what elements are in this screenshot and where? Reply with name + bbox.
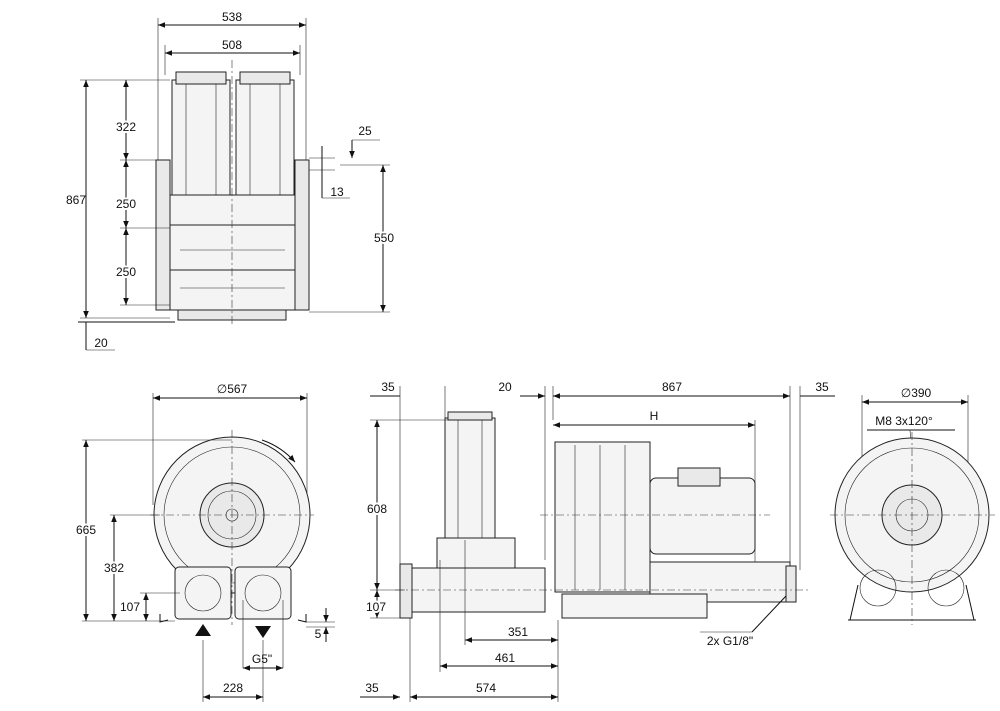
dim-608: 608 [365, 420, 389, 590]
dim-665: 665 [74, 440, 98, 621]
dim-322: 322 [114, 80, 138, 160]
dim-382: 382 [102, 515, 126, 621]
svg-text:322: 322 [116, 120, 136, 134]
svg-text:20: 20 [94, 336, 108, 350]
svg-text:5: 5 [315, 627, 322, 641]
dim-867-side: 867 [553, 380, 790, 399]
dim-13: 13 [321, 170, 350, 199]
svg-text:35: 35 [815, 380, 829, 394]
front-view: ∅567 665 382 [74, 382, 335, 702]
svg-text:13: 13 [330, 185, 344, 199]
svg-text:35: 35 [365, 681, 379, 695]
svg-text:20: 20 [498, 380, 512, 394]
svg-text:∅567: ∅567 [217, 382, 248, 396]
dim-508: 508 [165, 38, 300, 56]
svg-text:538: 538 [222, 10, 242, 24]
svg-text:H: H [650, 409, 659, 423]
end-view: ∅390 M8 3x120° [830, 386, 995, 625]
dim-461: 461 [440, 651, 558, 669]
dim-dia-390: ∅390 [862, 386, 968, 405]
callout-g18: 2x G1/8" [700, 595, 787, 648]
dim-228: 228 [203, 681, 263, 700]
dim-250-upper: 250 [114, 160, 138, 228]
svg-text:867: 867 [662, 380, 682, 394]
svg-text:550: 550 [374, 231, 394, 245]
dim-35-side-bottom: 35 [360, 681, 400, 700]
svg-text:G5": G5" [252, 652, 272, 666]
svg-text:M8 3x120°: M8 3x120° [875, 414, 933, 428]
dim-107-side: 107 [364, 590, 388, 618]
svg-text:608: 608 [367, 502, 387, 516]
dim-25: 25 [321, 124, 380, 170]
dim-dia-567: ∅567 [153, 382, 307, 401]
dim-H: H [553, 409, 755, 428]
svg-text:382: 382 [104, 561, 124, 575]
dim-107-front: 107 [120, 593, 149, 621]
svg-text:250: 250 [116, 265, 136, 279]
top-view-body [155, 60, 310, 325]
svg-text:2x G1/8": 2x G1/8" [707, 634, 753, 648]
dim-250-lower: 250 [114, 228, 138, 305]
svg-text:107: 107 [120, 600, 140, 614]
dim-20-top: 20 [85, 322, 115, 351]
dim-20-side: 20 [498, 380, 545, 399]
dim-538: 538 [158, 10, 306, 28]
svg-text:250: 250 [116, 197, 136, 211]
dim-867-top: 867 [66, 80, 89, 318]
top-view: 538 508 [66, 10, 396, 351]
dim-35-side-right: 35 [800, 380, 835, 397]
svg-text:∅390: ∅390 [901, 386, 932, 400]
svg-text:25: 25 [358, 124, 372, 138]
dim-351: 351 [465, 625, 558, 643]
svg-text:508: 508 [222, 38, 242, 52]
svg-text:665: 665 [76, 523, 96, 537]
svg-text:228: 228 [223, 681, 243, 695]
side-view: 35 20 867 35 H [360, 380, 835, 702]
svg-text:574: 574 [476, 681, 496, 695]
svg-text:461: 461 [495, 651, 515, 665]
dim-5: 5 [315, 608, 329, 642]
svg-text:351: 351 [508, 625, 528, 639]
dim-574: 574 [410, 681, 558, 700]
svg-text:35: 35 [381, 380, 395, 394]
svg-text:867: 867 [66, 193, 86, 207]
svg-text:107: 107 [366, 600, 386, 614]
dim-35-side-top: 35 [370, 380, 400, 397]
dim-550: 550 [372, 165, 396, 312]
